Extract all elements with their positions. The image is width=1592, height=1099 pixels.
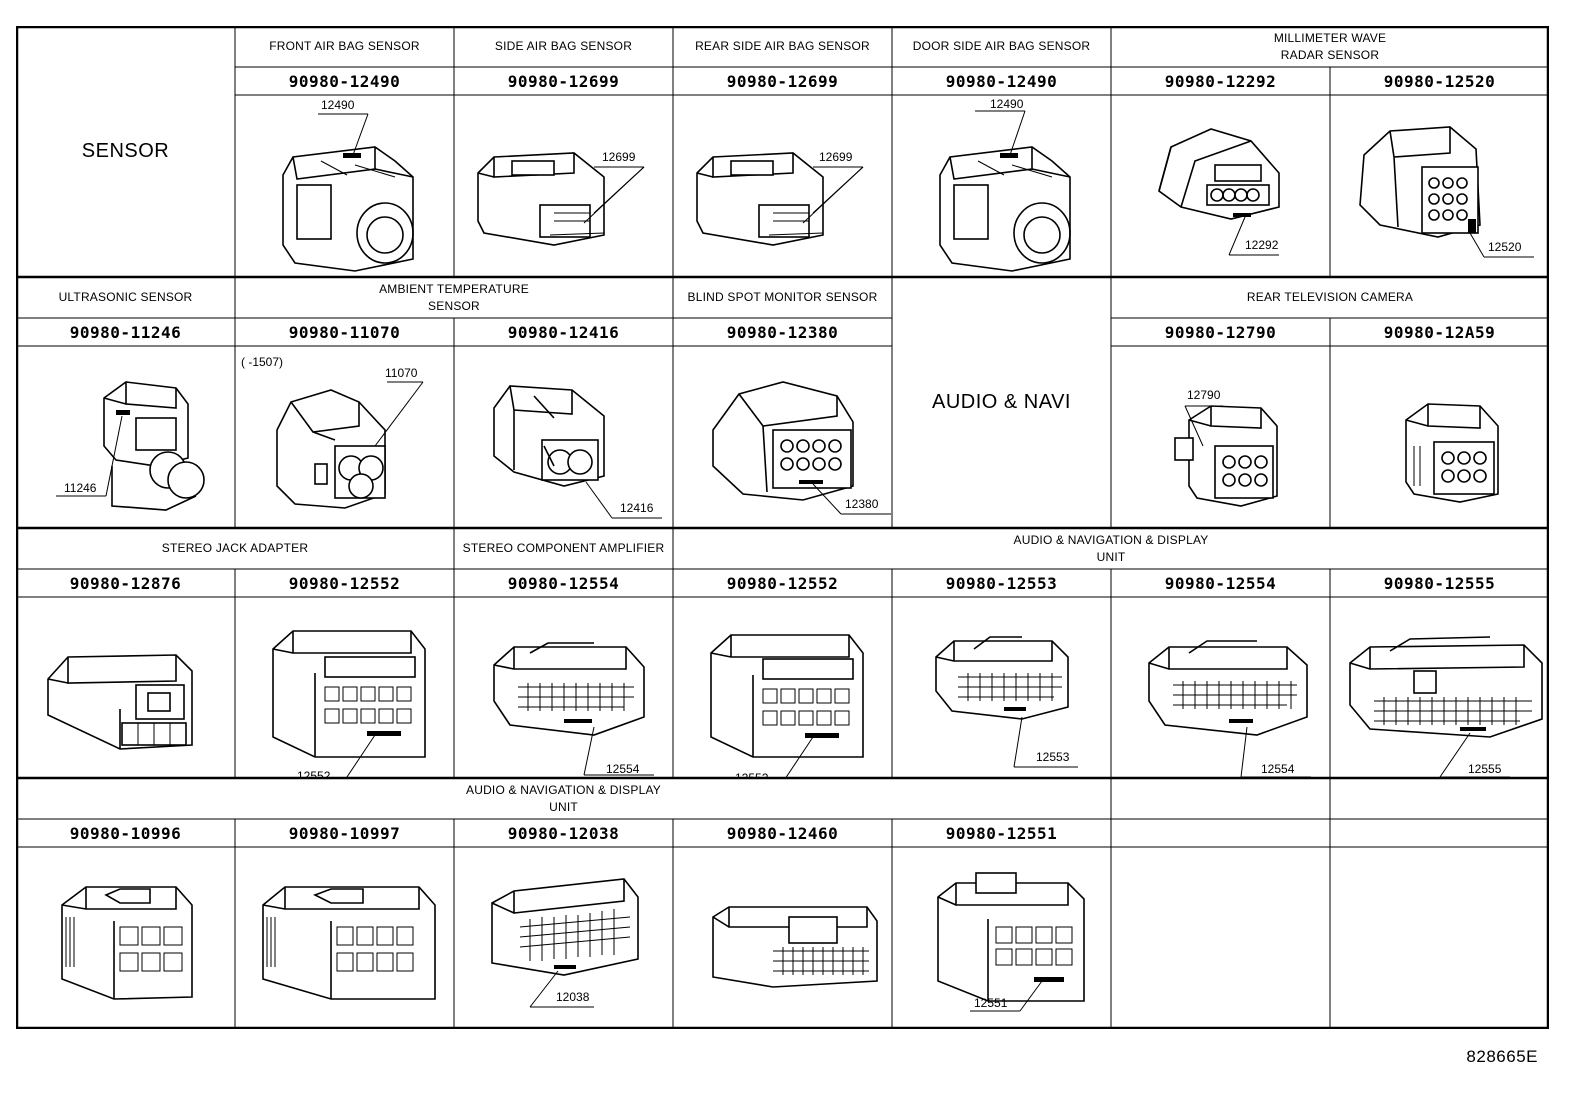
- header-rear-television-camera: REAR TELEVISION CAMERA: [1246, 290, 1414, 304]
- connector-drawing: 11246: [16, 346, 235, 528]
- connector-drawing: 12520: [1330, 95, 1549, 277]
- part-number: 90980-12790: [1164, 322, 1277, 342]
- header-line: UNIT: [549, 799, 578, 814]
- part-number: 90980-12490: [945, 71, 1058, 91]
- callout-label: 12490: [321, 98, 355, 112]
- part-number: 90980-12552: [726, 573, 839, 593]
- part-number: 90980-12292: [1164, 71, 1277, 91]
- part-number: 90980-11246: [69, 322, 182, 342]
- part-number: 90980-12038: [507, 823, 620, 843]
- connector-drawing: ( -1507) 11070: [235, 346, 454, 528]
- connector-drawing: 12554: [1111, 597, 1330, 778]
- part-number: 90980-12554: [507, 573, 620, 593]
- connector-drawing: 12699: [673, 95, 892, 277]
- connector-drawing: 12552: [235, 597, 454, 778]
- callout-label: 12551: [974, 996, 1008, 1010]
- connector-drawing: 12038: [454, 847, 673, 1029]
- callout-label: 12554: [606, 762, 640, 776]
- callout-label: 12380: [845, 497, 879, 511]
- connector-drawing: 12292: [1111, 95, 1330, 277]
- header-line: AUDIO & NAVIGATION & DISPLAY: [466, 782, 661, 797]
- connector-drawing: 12551: [892, 847, 1111, 1029]
- callout-label: 12038: [556, 990, 590, 1004]
- callout-label: 12699: [819, 150, 853, 164]
- header-stereo-jack-adapter: STEREO JACK ADAPTER: [161, 541, 309, 555]
- header-millimeter-wave-radar-sensor: MILLIMETER WAVE RADAR SENSOR: [1111, 26, 1549, 67]
- part-number: 90980-12553: [945, 573, 1058, 593]
- part-number: 90980-12460: [726, 823, 839, 843]
- part-number: 90980-12380: [726, 322, 839, 342]
- header-blind-spot-monitor-sensor: BLIND SPOT MONITOR SENSOR: [687, 290, 878, 304]
- header-door-side-air-bag-sensor: DOOR SIDE AIR BAG SENSOR: [912, 39, 1091, 53]
- callout-label: 12699: [602, 150, 636, 164]
- part-number: 90980-12552: [288, 573, 401, 593]
- part-number: 90980-12A59: [1383, 322, 1496, 342]
- part-number: 90980-10997: [288, 823, 401, 843]
- callout-label: 12292: [1245, 238, 1279, 252]
- part-number: 90980-12699: [726, 71, 839, 91]
- part-number: 90980-12520: [1383, 71, 1496, 91]
- connector-drawing: 12553: [892, 597, 1111, 778]
- part-number: 90980-10996: [69, 823, 182, 843]
- callout-label: 12416: [620, 501, 654, 515]
- header-front-air-bag-sensor: FRONT AIR BAG SENSOR: [269, 39, 420, 53]
- part-number: 90980-12551: [945, 823, 1058, 843]
- connector-drawing: 12416: [454, 346, 673, 528]
- connector-drawing: 12490: [892, 95, 1111, 277]
- table-grid: [16, 26, 1549, 1029]
- header-rear-side-air-bag-sensor: REAR SIDE AIR BAG SENSOR: [695, 39, 870, 53]
- callout-label: 12790: [1187, 388, 1221, 402]
- connector-drawing: 12380: [673, 346, 892, 528]
- header-line: RADAR SENSOR: [1280, 47, 1380, 62]
- part-number: 90980-12699: [507, 71, 620, 91]
- callout-note: ( -1507): [241, 355, 283, 369]
- connector-drawing: 12554: [454, 597, 673, 778]
- header-line: MILLIMETER WAVE: [1273, 30, 1387, 45]
- header-side-air-bag-sensor: SIDE AIR BAG SENSOR: [494, 39, 633, 53]
- part-number: 90980-12555: [1383, 573, 1496, 593]
- connector-drawing: [1330, 346, 1549, 528]
- connector-drawing: [673, 847, 892, 1029]
- connector-table: SENSOR FRONT AIR BAG SENSOR SIDE AIR BAG…: [16, 26, 1549, 1029]
- connector-drawing: 12490: [235, 95, 454, 277]
- connector-drawing: 12790: [1111, 346, 1330, 528]
- section-label-audio-navi: AUDIO & NAVI: [932, 391, 1071, 413]
- part-number: 90980-12416: [507, 322, 620, 342]
- header-audio-navigation-display-unit-2: AUDIO & NAVIGATION & DISPLAY UNIT: [16, 778, 1111, 819]
- connector-drawing: [235, 847, 454, 1029]
- part-number: 90980-11070: [288, 322, 401, 342]
- callout-label: 11246: [64, 481, 97, 495]
- figure-id: 828665E: [1466, 1047, 1538, 1066]
- connector-drawing: [16, 847, 235, 1029]
- header-line: UNIT: [1096, 549, 1126, 564]
- connector-drawing: 12699: [454, 95, 673, 277]
- callout-label: 12554: [1261, 762, 1295, 776]
- callout-label: 12553: [1036, 750, 1070, 764]
- part-number: 90980-12554: [1164, 573, 1277, 593]
- callout-label: 12490: [990, 97, 1024, 111]
- connector-drawing: [16, 597, 235, 778]
- header-ambient-temperature-sensor: AMBIENT TEMPERATURE SENSOR: [235, 277, 673, 318]
- section-label-sensor: SENSOR: [81, 140, 170, 162]
- header-line: SENSOR: [428, 298, 480, 313]
- header-line: AMBIENT TEMPERATURE: [379, 281, 529, 296]
- callout-label: 12555: [1468, 762, 1502, 776]
- part-number: 90980-12490: [288, 71, 401, 91]
- header-stereo-component-amplifier: STEREO COMPONENT AMPLIFIER: [462, 541, 665, 555]
- connector-drawing: 12555: [1330, 597, 1549, 778]
- callout-label: 12552: [735, 771, 769, 778]
- part-number: 90980-12876: [69, 573, 182, 593]
- header-line: AUDIO & NAVIGATION & DISPLAY: [1013, 532, 1209, 547]
- callout-label: 12552: [297, 769, 331, 778]
- header-ultrasonic-sensor: ULTRASONIC SENSOR: [58, 290, 193, 304]
- callout-label: 11070: [385, 366, 418, 380]
- header-audio-navigation-display-unit: AUDIO & NAVIGATION & DISPLAY UNIT: [673, 528, 1549, 569]
- connector-drawing: 12552: [673, 597, 892, 778]
- callout-label: 12520: [1488, 240, 1522, 254]
